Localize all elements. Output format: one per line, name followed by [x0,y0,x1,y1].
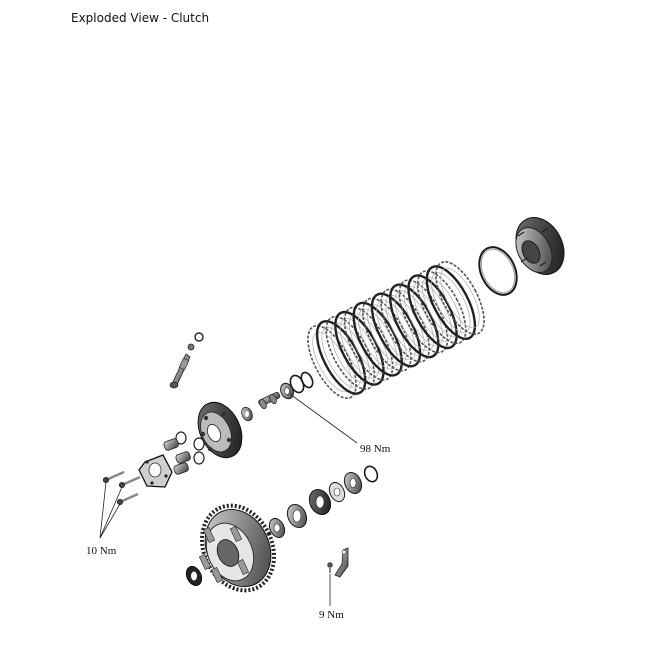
spring-retainer-plate [138,454,173,488]
snap-ring [478,246,518,296]
leader-lines-10nm [99,481,123,539]
page-title: Exploded View - Clutch [71,11,210,25]
pressure-plate [197,401,243,459]
clutch-plate [352,301,403,377]
clutch-plate [398,279,449,354]
clutch-plate [370,292,422,368]
clutch-plate [307,324,357,400]
clutch-plate [334,310,385,386]
torque-label-9nm: 9 Nm [319,609,344,621]
clutch-plate [362,297,412,372]
clutch-springs [163,431,205,475]
clutch-plate [343,306,394,381]
clutch-basket-gear [198,503,276,593]
leader-line-98nm [289,393,358,444]
retainer-screws [102,470,141,506]
release-lever [169,332,204,389]
clutch-plate [315,320,367,395]
bearing-washer-chain [268,465,379,539]
torque-label-98nm: 98 Nm [360,443,391,455]
torque-label-10nm: 10 Nm [86,545,117,557]
cable-bracket [334,547,349,578]
clutch-cover [515,217,565,275]
thrust-washers [280,371,314,400]
push-rod-assembly [241,391,281,422]
clutch-plate [416,270,467,345]
clutch-plate [435,260,485,336]
clutch-plate [380,288,430,363]
clutch-plate [407,274,458,350]
clutch-plate [389,283,440,359]
clutch-plate [325,315,376,390]
clutch-plate-stack [307,260,485,400]
clutch-plate-inner-edge [440,267,480,329]
basket-washer [185,565,203,587]
bracket-screw [327,562,333,573]
clutch-plate [425,265,477,340]
